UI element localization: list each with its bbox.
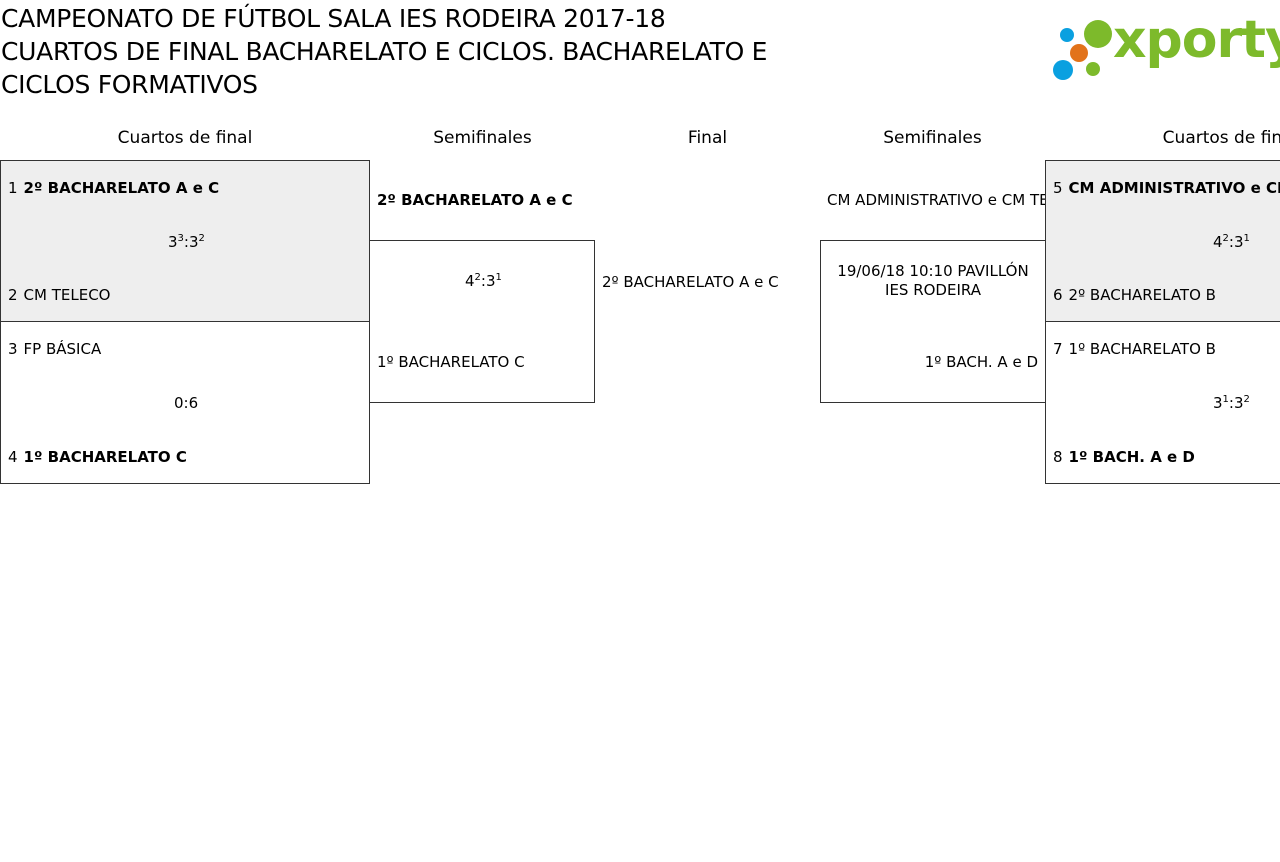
logo-text: xporty — [1113, 10, 1280, 70]
match-score: 42:31 — [1213, 233, 1250, 251]
logo-dot-blue — [1060, 28, 1074, 42]
seed-number: 1 — [8, 179, 18, 197]
logo-dot-orange — [1070, 44, 1088, 62]
seed-number: 4 — [8, 448, 18, 466]
semifinal-match-right[interactable]: 19/06/18 10:10 PAVILLÓN IES RODEIRA 1º B… — [820, 240, 1046, 403]
right-quarters-clip: 5 CM ADMINISTRATIVO e CM TELECO 42:31 6 2º… — [1045, 160, 1280, 484]
team-name: 1º BACH. A e D — [1068, 448, 1195, 466]
team-name: 1º BACHARELATO B — [1068, 340, 1216, 358]
team-row: 7 1º BACHARELATO B — [1053, 340, 1216, 358]
logo-dot-green-small — [1086, 62, 1100, 76]
seed-number: 7 — [1053, 340, 1063, 358]
column-header-right-quarters: Cuartos de final — [1162, 128, 1280, 148]
semifinal-left-team-2: 1º BACHARELATO C — [377, 353, 525, 371]
match-date-venue: 19/06/18 10:10 PAVILLÓN IES RODEIRA — [837, 262, 1029, 299]
seed-number: 5 — [1053, 179, 1063, 197]
team-name: CM ADMINISTRATIVO e CM TELECO — [1068, 179, 1280, 197]
semifinal-right-team-1: CM ADMINISTRATIVO e CM TELECO — [827, 191, 1045, 209]
seed-number: 2 — [8, 286, 18, 304]
logo-dot-blue-large — [1053, 60, 1073, 80]
semifinal-right-team-1-clip: CM ADMINISTRATIVO e CM TELECO — [820, 191, 1045, 213]
semifinal-match-left[interactable]: 42:31 1º BACHARELATO C — [369, 240, 595, 403]
team-row: 2 CM TELECO — [8, 286, 111, 304]
team-row: 1 2º BACHARELATO A e C — [8, 179, 219, 197]
final-team: 2º BACHARELATO A e C — [602, 273, 779, 291]
seed-number: 3 — [8, 340, 18, 358]
semifinal-right-team-2: 1º BACH. A e D — [924, 353, 1038, 371]
team-row: 5 CM ADMINISTRATIVO e CM TELECO — [1053, 179, 1280, 197]
team-row: 3 FP BÁSICA — [8, 340, 101, 358]
team-row: 4 1º BACHARELATO C — [8, 448, 187, 466]
team-row: 8 1º BACH. A e D — [1053, 448, 1195, 466]
logo-dot-green — [1084, 20, 1112, 48]
quarterfinal-match-2[interactable]: 3 FP BÁSICA 0:6 4 1º BACHARELATO C — [0, 321, 370, 484]
match-score: 31:32 — [1213, 394, 1250, 412]
seed-number: 8 — [1053, 448, 1063, 466]
team-row: 6 2º BACHARELATO B — [1053, 286, 1216, 304]
team-name: 2º BACHARELATO A e C — [23, 179, 220, 197]
match-score: 0:6 — [174, 394, 199, 412]
xporty-logo[interactable]: xporty — [1050, 10, 1280, 84]
title-line-3: CICLOS FORMATIVOS — [1, 70, 258, 99]
title-line-2: CUARTOS DE FINAL BACHARELATO E CICLOS. B… — [1, 37, 768, 66]
quarterfinal-match-4[interactable]: 7 1º BACHARELATO B 31:32 8 1º BACH. A e D — [1045, 321, 1280, 484]
column-header-final: Final — [687, 128, 728, 148]
team-name: 1º BACHARELATO C — [23, 448, 187, 466]
column-header-left-quarters: Cuartos de final — [117, 128, 253, 148]
seed-number: 6 — [1053, 286, 1063, 304]
page-title: CAMPEONATO DE FÚTBOL SALA IES RODEIRA 20… — [1, 2, 901, 101]
quarterfinal-match-1[interactable]: 1 2º BACHARELATO A e C 33:32 2 CM TELECO — [0, 160, 370, 322]
match-score: 42:31 — [465, 272, 502, 290]
title-line-1: CAMPEONATO DE FÚTBOL SALA IES RODEIRA 20… — [1, 4, 666, 33]
team-name: 2º BACHARELATO B — [1068, 286, 1216, 304]
team-name: CM TELECO — [23, 286, 111, 304]
semifinal-left-team-1: 2º BACHARELATO A e C — [377, 191, 573, 209]
match-score: 33:32 — [168, 233, 205, 251]
quarterfinal-match-3[interactable]: 5 CM ADMINISTRATIVO e CM TELECO 42:31 6 2º… — [1045, 160, 1280, 322]
column-header-left-semis: Semifinales — [433, 128, 532, 148]
team-name: FP BÁSICA — [23, 340, 102, 358]
column-header-right-semis: Semifinales — [883, 128, 982, 148]
